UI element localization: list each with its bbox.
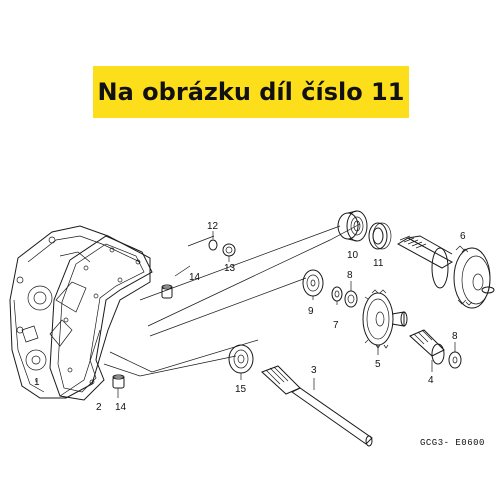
callout-7: 7	[333, 320, 339, 331]
callout-10: 10	[347, 250, 359, 261]
bearing-lower	[228, 344, 254, 380]
drive-shaft	[261, 365, 373, 447]
washer-8-lower	[448, 342, 462, 369]
dowel-pin-lower	[112, 374, 125, 398]
leader-lines	[35, 223, 361, 382]
final-shaft	[396, 235, 495, 309]
callout-6: 6	[460, 231, 466, 242]
callout-3: 3	[311, 365, 317, 376]
callout-8-upper: 8	[347, 270, 353, 281]
callout-15: 15	[235, 384, 247, 395]
drive-pinion	[409, 329, 445, 372]
callout-14-lower: 14	[115, 402, 127, 413]
gasket	[49, 235, 153, 401]
countershaft-gear	[362, 289, 408, 355]
callout-5: 5	[375, 359, 381, 370]
callout-labels: 1 2 14 3 4 5 6 7 8 8 9 10 11 12 13 14 15…	[34, 221, 485, 448]
o-ring	[208, 231, 218, 251]
callout-14-upper: 14	[189, 272, 201, 283]
callout-11: 11	[373, 258, 384, 269]
callout-12: 12	[207, 221, 219, 232]
dowel-pin-upper	[161, 265, 191, 299]
callout-13: 13	[224, 263, 236, 274]
callout-8-lower: 8	[452, 331, 458, 342]
callout-2: 2	[96, 402, 102, 413]
diagram-code: GCG3- E0600	[420, 438, 485, 448]
oil-seal-11	[368, 222, 392, 250]
callout-1: 1	[34, 377, 40, 388]
washer-8-upper	[344, 281, 358, 308]
callout-4: 4	[428, 375, 434, 386]
part-number-banner: Na obrázku díl číslo 11	[93, 66, 409, 118]
oil-seal-small	[222, 243, 236, 262]
washer-7	[331, 286, 343, 305]
bearing-small	[302, 269, 324, 300]
crankcase-cover	[9, 225, 151, 399]
callout-9: 9	[308, 306, 314, 317]
bearing-upper	[337, 210, 368, 242]
